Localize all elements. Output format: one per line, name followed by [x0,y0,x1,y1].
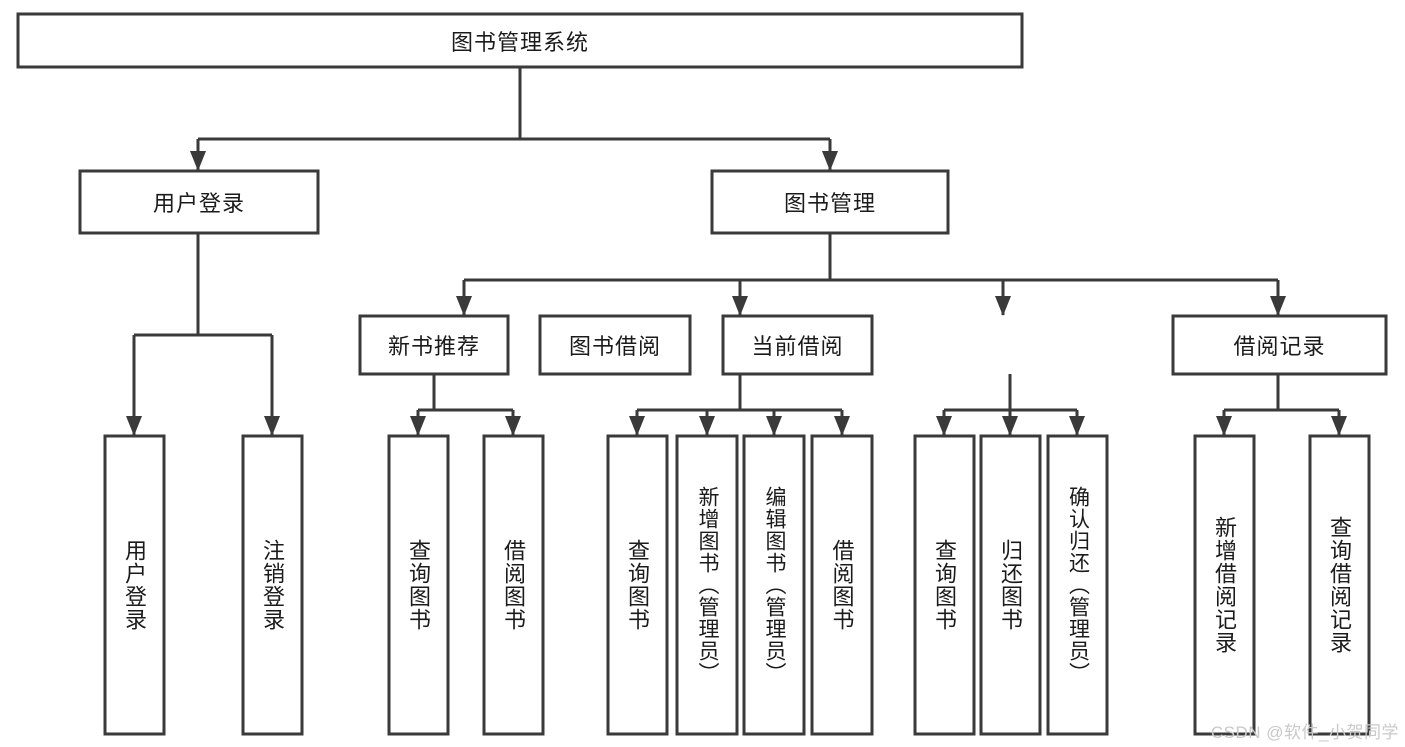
node-box-borrow-record[interactable] [1171,314,1388,376]
arrow-head-new-book-recommend-to-leaf-query-book-1 [410,416,426,436]
arrow-head-book-borrow-to-leaf-edit-book [766,416,782,436]
node-box-book-manage[interactable] [710,169,950,235]
node-box-book-borrow[interactable] [538,314,692,376]
arrow-head-book-manage-to-new-book-recommend [456,296,472,316]
box-layer [16,12,1388,736]
arrow-head-book-borrow-to-leaf-query-book-2 [629,416,645,436]
arrow-head-current-borrow-to-leaf-query-book-3 [936,416,952,436]
node-label-current-borrow: 当前借阅 [751,334,844,359]
arrow-head-current-borrow-to-leaf-return-book [1002,416,1018,436]
node-label-leaf-return-book: 归还图书 [998,539,1024,631]
arrow-head-book-borrow-to-leaf-add-book [699,416,715,436]
arrow-head-borrow-record-to-leaf-query-record [1331,416,1347,436]
arrow-head-new-book-recommend-to-leaf-borrow-book-1 [505,416,521,436]
arrow-head-book-manage-to-book-borrow [732,296,748,316]
node-label-leaf-add-record: 新增借阅记录 [1212,516,1238,654]
node-box-leaf-borrow-book-2[interactable] [810,434,874,736]
node-box-leaf-logout[interactable] [241,434,304,736]
node-label-root: 图书管理系统 [450,29,589,55]
node-box-current-borrow[interactable] [721,314,874,376]
node-label-leaf-logout: 注销登录 [260,539,286,631]
node-label-book-manage: 图书管理 [783,191,876,216]
arrow-head-user-login-to-leaf-logout [264,416,280,436]
node-box-root[interactable] [16,12,1024,69]
node-box-leaf-query-book-3[interactable] [913,434,976,736]
node-label-leaf-query-record: 查询借阅记录 [1327,516,1353,654]
node-label-new-book-recommend: 新书推荐 [387,334,480,359]
node-box-user-login[interactable] [78,169,320,235]
node-label-leaf-borrow-book-2: 借阅图书 [829,539,855,631]
node-box-leaf-return-book[interactable] [979,434,1042,736]
node-label-book-borrow: 图书借阅 [568,334,661,359]
edge-layer [126,67,1347,436]
node-label-leaf-query-book-1: 查询图书 [406,539,432,631]
node-box-leaf-confirm-return[interactable] [1046,434,1109,736]
node-label-leaf-add-book: 新增图书（管理员） [696,486,720,684]
node-label-leaf-borrow-book-1: 借阅图书 [501,539,527,631]
node-label-leaf-confirm-return: 确认归还（管理员） [1066,486,1090,684]
node-label-borrow-record: 借阅记录 [1233,334,1326,359]
arrow-head-book-manage-to-current-borrow [995,296,1011,316]
node-box-leaf-user-login[interactable] [103,434,166,736]
arrow-head-book-manage-to-borrow-record [1270,296,1286,316]
node-box-leaf-query-record[interactable] [1308,434,1371,736]
node-label-leaf-user-login: 用户登录 [122,539,148,631]
node-label-user-login: 用户登录 [152,191,245,216]
arrow-head-root-to-user-login [190,151,206,171]
node-box-leaf-query-book-2[interactable] [606,434,669,736]
node-box-leaf-add-record[interactable] [1193,434,1256,736]
node-label-leaf-query-book-3: 查询图书 [932,539,958,631]
arrow-head-current-borrow-to-leaf-confirm-return [1069,416,1085,436]
node-box-new-book-recommend[interactable] [358,314,510,376]
arrow-head-book-borrow-to-leaf-borrow-book-2 [834,416,850,436]
node-box-leaf-borrow-book-1[interactable] [482,434,545,736]
node-label-leaf-edit-book: 编辑图书（管理员） [763,486,787,684]
node-box-leaf-query-book-1[interactable] [387,434,450,736]
node-label-leaf-query-book-2: 查询图书 [625,539,651,631]
arrow-head-root-to-book-manage [822,151,838,171]
arrow-head-borrow-record-to-leaf-add-record [1216,416,1232,436]
arrow-head-user-login-to-leaf-user-login [126,416,142,436]
node-box-leaf-add-book[interactable] [675,434,739,736]
node-box-leaf-edit-book[interactable] [742,434,806,736]
